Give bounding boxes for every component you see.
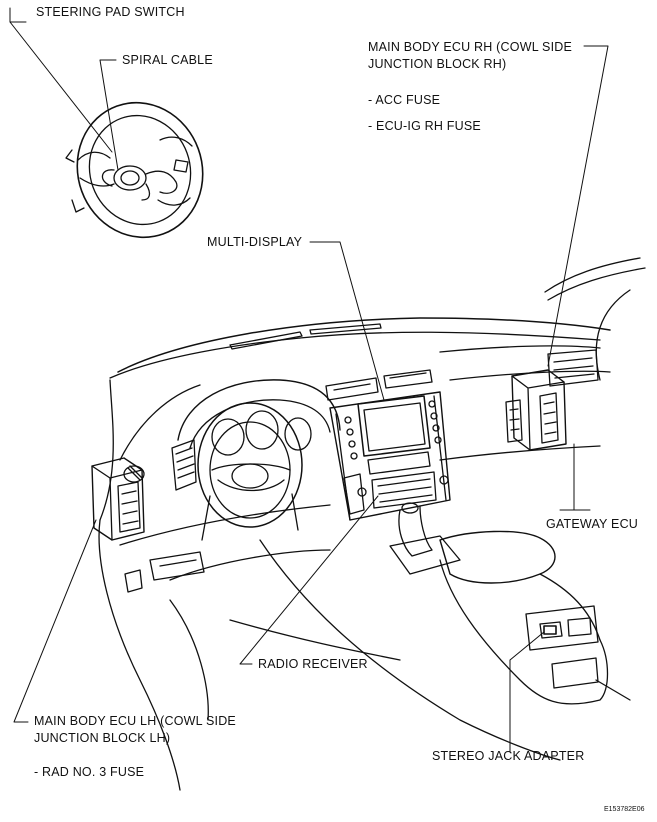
main-body-ecu-lh-part bbox=[91, 457, 145, 541]
label-spiral-cable: SPIRAL CABLE bbox=[122, 53, 213, 67]
label-stereo-jack-adapter: STEREO JACK ADAPTER bbox=[432, 749, 585, 763]
label-multi-display: MULTI-DISPLAY bbox=[207, 235, 303, 249]
stereo-jack-part bbox=[525, 605, 599, 651]
label-main-body-ecu-rh-line2: JUNCTION BLOCK RH) bbox=[368, 57, 507, 71]
main-body-ecu-rh-part bbox=[511, 369, 567, 451]
label-acc-fuse: - ACC FUSE bbox=[368, 93, 441, 107]
gateway-ecu-part bbox=[505, 399, 523, 443]
dashboard-body bbox=[98, 257, 646, 791]
label-main-body-ecu-lh-line2: JUNCTION BLOCK LH) bbox=[34, 731, 171, 745]
radio-receiver-unit bbox=[343, 471, 449, 515]
multi-display-unit bbox=[344, 395, 442, 475]
label-main-body-ecu-lh-line1: MAIN BODY ECU LH (COWL SIDE bbox=[34, 714, 236, 728]
label-main-body-ecu-rh-line1: MAIN BODY ECU RH (COWL SIDE bbox=[368, 40, 573, 54]
label-radio-receiver: RADIO RECEIVER bbox=[258, 657, 368, 671]
leader-lines bbox=[9, 7, 609, 753]
figure-code: E153782E06 bbox=[604, 806, 645, 813]
label-ecu-ig-rh-fuse: - ECU-IG RH FUSE bbox=[368, 119, 481, 133]
label-gateway-ecu: GATEWAY ECU bbox=[546, 517, 639, 531]
label-rad-no3-fuse: - RAD NO. 3 FUSE bbox=[34, 765, 145, 779]
steering-wheel-inset bbox=[65, 101, 204, 239]
label-steering-pad-switch: STEERING PAD SWITCH bbox=[36, 5, 185, 19]
spiral-cable-part bbox=[101, 159, 189, 201]
